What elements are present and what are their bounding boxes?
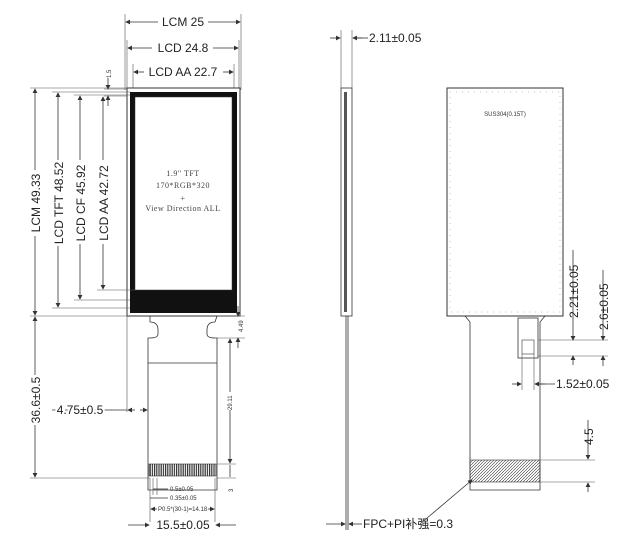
lcd-aa-width-label: LCD AA 22.7 bbox=[149, 65, 218, 79]
fpc-width-label: 15.5±0.05 bbox=[156, 518, 210, 532]
lcd-width-label: LCD 24.8 bbox=[158, 41, 209, 55]
neck-label: 4.49 bbox=[239, 320, 245, 332]
lcm-width-label: LCM 25 bbox=[162, 15, 204, 29]
lcd-cf-height-label: LCD CF 45.92 bbox=[74, 164, 88, 241]
dim-4-5-label: 4.5 bbox=[582, 428, 596, 445]
thickness-label: 2.11±0.05 bbox=[369, 31, 422, 45]
screen-size-text: 1.9" TFT bbox=[166, 169, 199, 178]
top-gap-label: 1.5 bbox=[107, 69, 113, 78]
pitch-total-label: P0.5*(30-1)=14.18 bbox=[158, 507, 208, 513]
fpc-body-label: 29.11 bbox=[228, 395, 234, 410]
pitch-label: 0.5±0.05 bbox=[170, 487, 194, 493]
side-view: 2.11±0.05 FPC+PI补强=0.3 bbox=[326, 30, 453, 531]
pad-width-label: 0.35±0.05 bbox=[170, 496, 197, 502]
view-direction-text: View Direction ALL bbox=[145, 204, 220, 213]
pad-length-label: 3 bbox=[229, 488, 235, 492]
center-mark: + bbox=[180, 194, 185, 203]
resolution-text: 170*RGB*320 bbox=[156, 181, 210, 190]
fpc-length-label: 36.6±0.5 bbox=[29, 376, 43, 423]
dim-1-52-label: 1.52±0.05 bbox=[556, 377, 610, 391]
lcd-aa-height-label: LCD AA 42.72 bbox=[97, 165, 111, 241]
dim-2-21-label: 2.21±0.05 bbox=[567, 264, 581, 318]
material-label: SUS304(0.15T) bbox=[484, 112, 526, 118]
fpc-stiffener-label: FPC+PI补强=0.3 bbox=[363, 517, 453, 531]
front-view: LCM 25 LCD 24.8 LCD AA 22.7 1.5 1.9" TFT… bbox=[28, 14, 245, 532]
lcd-tft-height-label: LCD TFT 48.52 bbox=[52, 162, 66, 245]
lcm-height-label: LCM 49.33 bbox=[29, 173, 43, 232]
back-view: SUS304(0.15T) 2.21±0.05 2.6±0.05 1.52±0.… bbox=[419, 87, 611, 525]
fpc-offset-label: 4.75±0.5 bbox=[57, 403, 104, 417]
dim-2-6-label: 2.6±0.05 bbox=[597, 283, 611, 330]
